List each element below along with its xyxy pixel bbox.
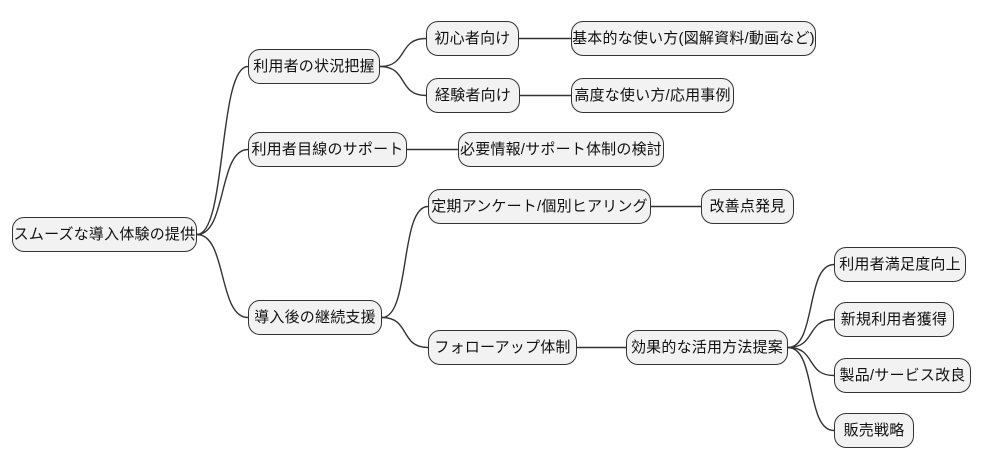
mindmap-link-root-status — [196, 65, 249, 236]
mindmap-node-status: 利用者の状況把握 — [248, 49, 380, 84]
mindmap-link-root-continuous — [196, 233, 249, 319]
mindmap-node-root: スムーズな導入体験の提供 — [12, 217, 197, 252]
mindmap-link-continuous-followup — [381, 316, 429, 349]
mindmap-node-continuous: 導入後の継続支援 — [248, 300, 382, 335]
mindmap-link-status-expert — [379, 65, 427, 97]
mindmap-link-effective-satisfaction — [787, 263, 835, 349]
mindmap-node-followup: フォローアップ体制 — [428, 330, 577, 365]
mindmap-link-effective-product — [787, 346, 835, 377]
mindmap-node-satisfaction: 利用者満足度向上 — [834, 247, 966, 282]
mindmap-link-status-beginner — [379, 37, 427, 68]
mindmap-node-newusers: 新規利用者獲得 — [834, 302, 954, 337]
mindmap-link-effective-newusers — [787, 318, 835, 349]
mindmap-node-support: 利用者目線のサポート — [248, 132, 407, 167]
mindmap-link-effective-sales — [787, 346, 835, 432]
mindmap-node-effective: 効果的な活用方法提案 — [626, 330, 788, 365]
mindmap-node-beginner: 初心者向け — [426, 21, 519, 56]
mindmap-link-continuous-survey — [381, 205, 429, 319]
mindmap-node-improve: 改善点発見 — [701, 189, 794, 224]
mindmap-node-info: 必要情報/サポート体制の検討 — [458, 132, 664, 167]
mindmap-link-root-support — [196, 148, 249, 236]
mindmap-node-advanced: 高度な使い方/応用事例 — [571, 78, 734, 113]
mindmap-node-sales: 販売戦略 — [834, 413, 914, 448]
mindmap-node-product: 製品/サービス改良 — [834, 358, 971, 393]
mindmap-node-basic: 基本的な使い方(図解資料/動画など) — [571, 21, 816, 56]
mindmap-node-expert: 経験者向け — [426, 78, 520, 113]
mindmap-node-survey: 定期アンケート/個別ヒアリング — [428, 189, 651, 224]
